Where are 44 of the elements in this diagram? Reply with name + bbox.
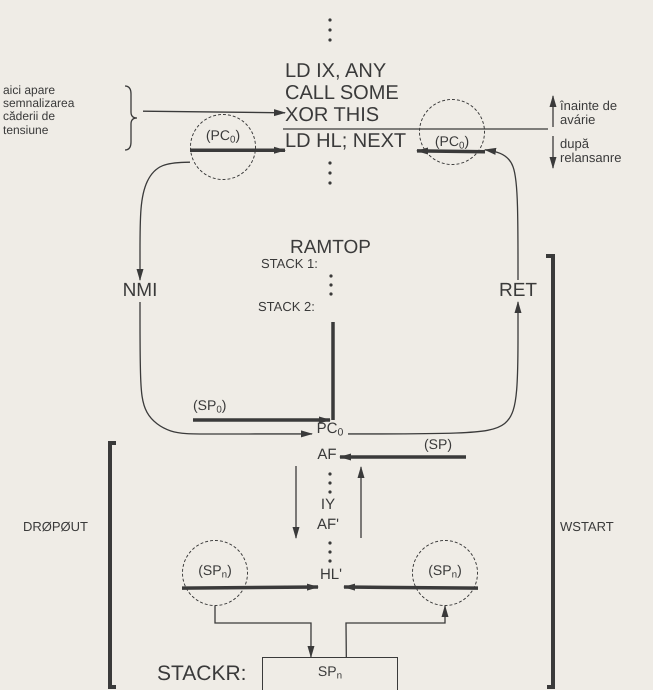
- arrow: [193, 416, 331, 424]
- register-label: (PC$_{0}$): [434, 134, 470, 152]
- arrow: [343, 584, 478, 591]
- code-line: CALL SOME: [285, 82, 399, 104]
- direction-note: înainte de avárie: [560, 99, 618, 128]
- code-line: XOR THIS: [285, 104, 380, 126]
- arrow: [484, 148, 519, 280]
- dashed-circle: [190, 114, 256, 180]
- register-label: (SP$_{n}$): [428, 563, 462, 582]
- edge-label: (SP): [424, 437, 452, 452]
- routine-label: WSTART: [560, 520, 614, 534]
- direction-note: după relansanre: [560, 137, 622, 166]
- register-label: AF: [317, 447, 337, 464]
- register-label: (SP$_{n}$): [198, 563, 232, 582]
- register-label: IY: [320, 497, 336, 514]
- annotation-text: aici apare semnalizarea căderii de tensiune: [3, 84, 76, 137]
- dashed-circle: [412, 540, 478, 606]
- register-label: RET: [499, 281, 537, 302]
- register-label: HL': [320, 567, 342, 584]
- arrow: [139, 302, 313, 438]
- edge-label: (SP$_{0}$): [193, 398, 226, 416]
- arrow: [190, 146, 286, 154]
- register-label: NMI: [122, 281, 158, 302]
- arrow: [136, 162, 190, 281]
- dashed-circle: [182, 540, 248, 606]
- stack-label: STACK 2:: [258, 300, 315, 314]
- arrow: [214, 606, 314, 658]
- register-label: PC$_{0}$: [316, 421, 344, 440]
- register-label: AF': [316, 517, 340, 534]
- arrow: [182, 584, 319, 591]
- routine-label: DRØPØUT: [23, 520, 88, 534]
- arrow: [143, 109, 286, 116]
- memory-label: RAMTOP: [290, 238, 371, 258]
- code-line: LD IX, ANY: [285, 60, 386, 82]
- register-label: SP$_{n}$: [318, 664, 342, 682]
- stack-name: STACKR:: [157, 662, 246, 686]
- stack-label: STACK 1:: [261, 257, 318, 272]
- code-line: LD HL; NEXT: [285, 130, 406, 152]
- arrow: [348, 301, 522, 435]
- arrow: [345, 605, 448, 657]
- dashed-circle: [419, 99, 485, 165]
- arrow: [416, 148, 486, 155]
- arrow: [339, 454, 466, 460]
- register-label: (PC$_{0}$): [206, 128, 240, 146]
